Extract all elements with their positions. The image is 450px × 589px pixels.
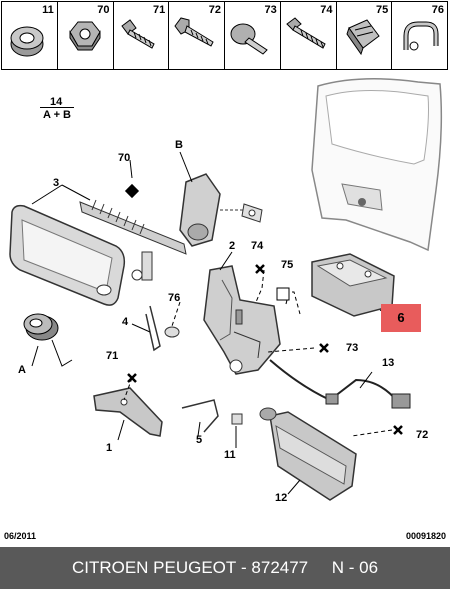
part-75-marker [276,287,290,301]
callout-76[interactable]: 76 [168,292,181,304]
callout-71[interactable]: 71 [106,350,119,362]
diagram-code: 00091820 [405,531,446,541]
bolt-icon [174,17,214,47]
switch-housing-drawing [179,173,263,247]
footer-brand: CITROEN PEUGEOT [71,558,237,577]
callout-3[interactable]: 3 [53,177,60,189]
callout-6-highlight[interactable]: 6 [381,304,421,332]
diagram-frame: 11 70 71 72 [1,1,448,541]
clip-nut-icon [345,19,380,56]
clip-76-drawing [164,326,180,338]
part-cell-72[interactable]: 72 [169,2,225,69]
callout-14: 14 [50,96,63,108]
part-cell-11[interactable]: 11 [2,2,58,69]
callout-b[interactable]: B [175,139,183,151]
footer-page: N - 06 [331,558,379,577]
callout-72[interactable]: 72 [416,429,429,441]
rod-5-drawing [181,399,219,433]
wiring-harness-drawing [269,359,411,409]
label-pointers [31,151,393,495]
part-number: 73 [264,4,277,16]
callout-5[interactable]: 5 [196,434,203,446]
part-number: 11 [42,4,54,16]
part-cell-70[interactable]: 70 [58,2,114,69]
footer-part-number: 872477 [251,558,309,577]
callout-2[interactable]: 2 [229,240,236,252]
part-70-marker [124,183,140,199]
part-cell-71[interactable]: 71 [114,2,170,69]
threaded-stud-icon [285,17,326,49]
part-cell-76[interactable]: 76 [392,2,447,69]
callout-12[interactable]: 12 [275,492,288,504]
callout-13[interactable]: 13 [382,357,395,369]
push-pin-icon [230,23,268,55]
callout-70[interactable]: 70 [118,152,131,164]
footer-bar: CITROEN PEUGEOT - 872477 N - 06 [0,547,450,589]
latch-mechanism-drawing [203,265,281,375]
part-number: 72 [208,4,221,16]
bracket-drawing [311,253,395,317]
callout-74[interactable]: 74 [251,240,264,252]
part-number: 71 [153,4,166,16]
cable-clip-icon [403,21,439,51]
part-cell-75[interactable]: 75 [337,2,393,69]
parts-strip: 11 70 71 72 [1,1,448,70]
part-number: 75 [376,4,389,16]
fastener-markers [127,264,403,435]
callout-a-plus-b: A + B [40,107,74,121]
exterior-handle-drawing [9,199,187,306]
screw-icon [120,19,155,49]
part-cell-74[interactable]: 74 [281,2,337,69]
part-number: 70 [97,4,110,16]
hex-nut-icon [69,21,101,51]
clip-11-drawing [231,413,243,425]
exploded-diagram [9,78,443,501]
callout-4[interactable]: 4 [122,316,129,328]
footer-separator: - [236,558,252,577]
callout-75[interactable]: 75 [281,259,294,271]
rod-4-drawing [145,305,161,352]
lock-cylinder-drawing [23,313,73,367]
callout-1[interactable]: 1 [106,442,113,454]
part-number: 74 [320,4,333,16]
footer-gap [308,558,332,578]
part-number: 76 [431,4,444,16]
actuator-motor-drawing [259,407,357,501]
revision-date: 06/2011 [4,531,37,541]
part-cell-73[interactable]: 73 [225,2,281,69]
lever-1-drawing [93,387,163,437]
callout-11[interactable]: 11 [224,449,236,461]
callout-a[interactable]: A [18,364,26,376]
tailgate-drawing [311,78,443,252]
callout-73[interactable]: 73 [346,342,359,354]
grommet-icon [10,26,44,57]
